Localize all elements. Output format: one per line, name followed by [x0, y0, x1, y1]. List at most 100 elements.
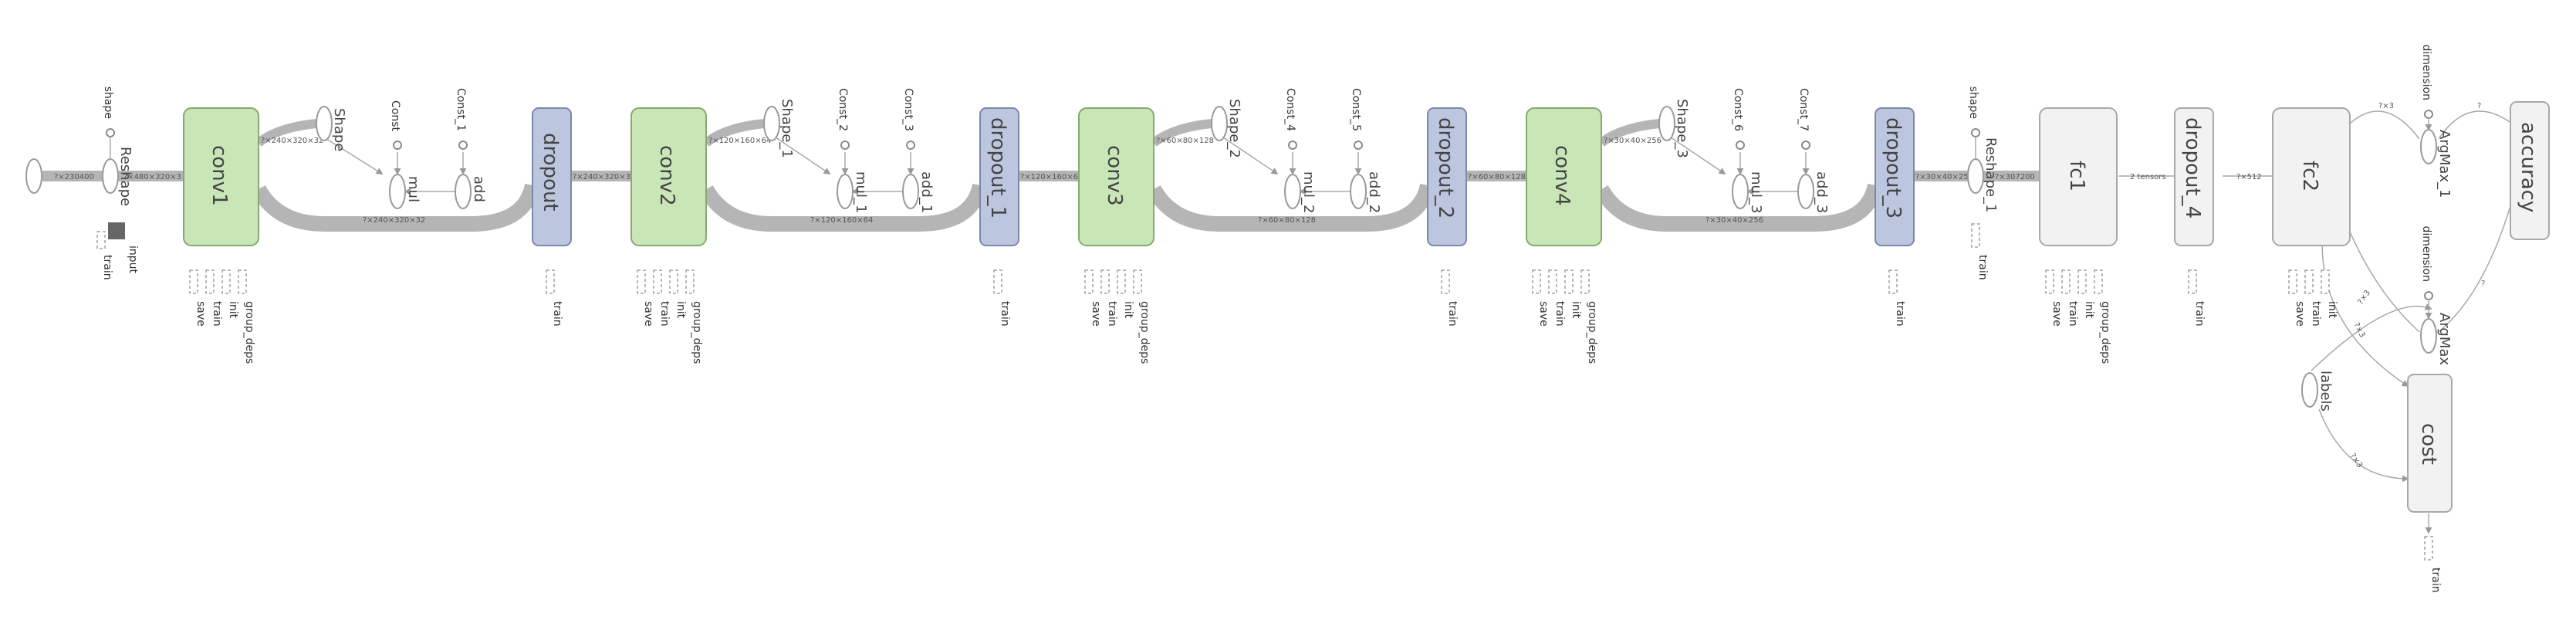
add-node[interactable] — [455, 174, 472, 209]
edge-conv3-add2 — [1147, 183, 1435, 232]
const-7-label: Const_7 — [1797, 88, 1810, 131]
dropout-node[interactable] — [532, 107, 572, 246]
mul-1-label: mul_1 — [853, 171, 869, 213]
shape-const-2-node[interactable] — [1971, 128, 1980, 137]
conv3-node[interactable] — [1078, 107, 1154, 246]
svg-text:init: init — [674, 301, 687, 319]
dropout-1-node[interactable] — [979, 107, 1019, 246]
conv1-aux: save train init group_deps — [189, 269, 255, 364]
fc2-label: fc2 — [2298, 161, 2321, 191]
edge-label: ?×3 — [2378, 102, 2394, 110]
edge-label: ?×230400 — [54, 173, 94, 181]
dropout-4-label: dropout_4 — [2181, 117, 2204, 219]
accuracy-label: accuracy — [2517, 122, 2540, 212]
reshape-node[interactable] — [102, 158, 119, 194]
svg-text:train: train — [1106, 301, 1118, 327]
add-2-node[interactable] — [1350, 174, 1367, 209]
add-1-node[interactable] — [902, 174, 919, 209]
argmax-1-node[interactable] — [2420, 129, 2437, 164]
labels-label: labels — [2317, 371, 2334, 412]
svg-text:train: train — [2193, 301, 2206, 327]
dimension-label: dimension — [2420, 225, 2432, 282]
dimension-node[interactable] — [2424, 291, 2433, 300]
edge-conv1-add — [252, 183, 540, 232]
dropout-1-aux: train — [993, 269, 1011, 327]
mul-node[interactable] — [389, 174, 406, 209]
add-2-label: add_2 — [1366, 171, 1382, 213]
edge-label: ? — [2481, 280, 2485, 288]
edge-label: ?×60×80×128 — [1258, 216, 1316, 225]
reshape-label: Reshape — [117, 147, 134, 206]
const-3-node[interactable] — [906, 141, 915, 150]
edge-label: ?×240×320×32 — [573, 173, 635, 181]
svg-text:save: save — [1090, 301, 1102, 327]
const-6-node[interactable] — [1736, 141, 1745, 150]
shape-node[interactable] — [316, 106, 333, 141]
dropout-3-node[interactable] — [1875, 107, 1915, 246]
labels-node[interactable] — [2301, 372, 2318, 408]
fc1-aux: save train init group_deps — [2045, 269, 2111, 364]
const-6-label: Const_6 — [1732, 88, 1744, 131]
svg-text:group_deps: group_deps — [2099, 301, 2111, 364]
mul-add-edges — [323, 137, 1810, 195]
conv4-node[interactable] — [1526, 107, 1602, 246]
reshape-1-aux: train — [1971, 223, 1989, 280]
input-icon[interactable] — [108, 222, 125, 239]
dropout-3-label: dropout_3 — [1881, 117, 1905, 219]
edge-label: ?×240×320×32 — [363, 216, 425, 225]
const-1-node[interactable] — [458, 141, 468, 150]
edge-label: ?×120×160×64 — [1020, 173, 1083, 181]
svg-text:group_deps: group_deps — [243, 301, 255, 364]
input-node[interactable] — [25, 158, 42, 194]
dimension-1-node[interactable] — [2424, 110, 2433, 119]
cost-node[interactable] — [2407, 374, 2453, 513]
shape-const-node[interactable] — [106, 128, 115, 137]
const-5-node[interactable] — [1354, 141, 1363, 150]
const-4-node[interactable] — [1288, 141, 1297, 150]
svg-text:save: save — [1537, 301, 1550, 327]
svg-text:save: save — [2294, 301, 2306, 327]
mul-3-node[interactable] — [1732, 174, 1749, 209]
reshape-1-node[interactable] — [1967, 158, 1984, 194]
const-2-label: Const_2 — [837, 88, 849, 131]
edge-label: 2 tensors — [2130, 173, 2166, 181]
shape-1-node[interactable] — [763, 106, 780, 141]
conv2-node[interactable] — [630, 107, 707, 246]
accuracy-node[interactable] — [2510, 101, 2550, 240]
shape-2-node[interactable] — [1211, 106, 1228, 141]
edge-label: ?×512 — [2236, 173, 2262, 181]
edge-label: ?×3 — [2356, 289, 2372, 307]
conv1-node[interactable] — [183, 107, 259, 246]
conv4-aux: save train init group_deps — [1532, 269, 1598, 364]
dropout-4-aux: train — [2188, 269, 2206, 327]
aux-node[interactable] — [96, 231, 106, 249]
fc1-node[interactable] — [2039, 107, 2118, 246]
add-label: add — [471, 176, 487, 202]
cost-label: cost — [2417, 423, 2440, 465]
const-2-node[interactable] — [840, 141, 850, 150]
dropout-2-node[interactable] — [1427, 107, 1467, 246]
mul-2-node[interactable] — [1284, 174, 1301, 209]
argmax-1-label: ArgMax_1 — [2436, 130, 2453, 198]
argmax-node[interactable] — [2420, 318, 2437, 354]
add-3-node[interactable] — [1797, 174, 1814, 209]
const-5-label: Const_5 — [1350, 88, 1362, 131]
svg-text:train: train — [211, 301, 223, 327]
conv2-aux: save train init group_deps — [637, 269, 703, 364]
fc1-label: fc1 — [2065, 161, 2088, 191]
edge-conv2-add1 — [699, 183, 988, 232]
dropout-4-node[interactable] — [2174, 107, 2214, 246]
conv3-label: conv3 — [1103, 145, 1126, 206]
cost-aux: train — [2424, 536, 2442, 593]
edge-label: ?×480×320×3 — [123, 173, 181, 181]
svg-text:train: train — [2067, 301, 2079, 327]
reshape-1-label: Reshape_1 — [1983, 137, 1999, 213]
dropout-1-label: dropout_1 — [986, 117, 1009, 219]
const-node[interactable] — [393, 141, 402, 150]
svg-text:train: train — [1553, 301, 1566, 327]
const-7-node[interactable] — [1801, 141, 1810, 150]
mul-1-node[interactable] — [837, 174, 854, 209]
shape-3-node[interactable] — [1658, 106, 1675, 141]
fc2-node[interactable] — [2272, 107, 2351, 246]
